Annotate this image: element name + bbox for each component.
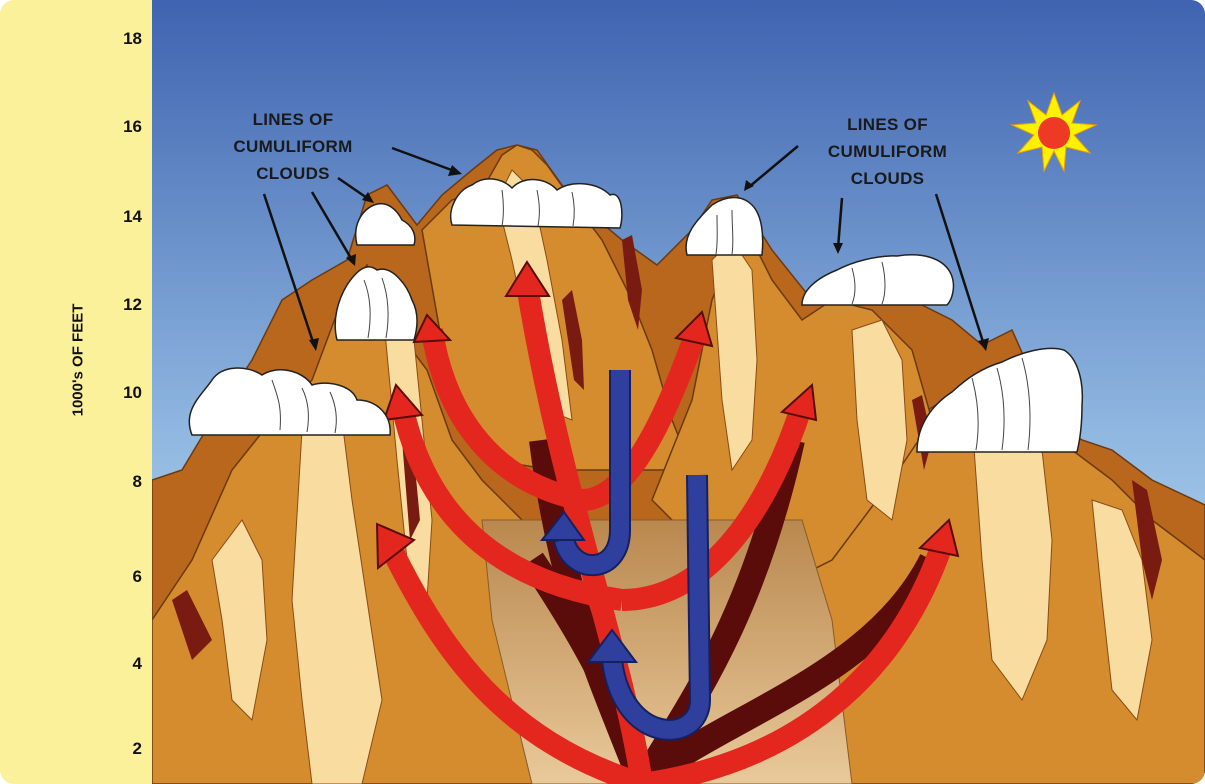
axis-tick-12: 12 [102, 295, 142, 315]
axis-tick-16: 16 [102, 117, 142, 137]
callout-left: LINES OF CUMULIFORM CLOUDS [218, 106, 368, 187]
callout-right-line2: CUMULIFORM [795, 138, 980, 165]
callout-right-line1: LINES OF [795, 111, 980, 138]
axis-tick-4: 4 [102, 654, 142, 674]
callout-left-line2: CUMULIFORM [218, 133, 368, 160]
axis-tick-8: 8 [102, 472, 142, 492]
cloud-top-center [451, 179, 622, 228]
altitude-axis: 18 16 14 12 10 8 6 4 2 1000's OF FEET [0, 0, 152, 784]
axis-tick-18: 18 [102, 29, 142, 49]
callout-left-line1: LINES OF [218, 106, 368, 133]
axis-tick-6: 6 [102, 567, 142, 587]
axis-tick-14: 14 [102, 207, 142, 227]
axis-tick-10: 10 [102, 383, 142, 403]
axis-title: 1000's OF FEET [70, 304, 87, 417]
callout-right: LINES OF CUMULIFORM CLOUDS [795, 111, 980, 192]
callout-left-line3: CLOUDS [218, 160, 368, 187]
axis-tick-2: 2 [102, 739, 142, 759]
callout-right-line3: CLOUDS [795, 165, 980, 192]
